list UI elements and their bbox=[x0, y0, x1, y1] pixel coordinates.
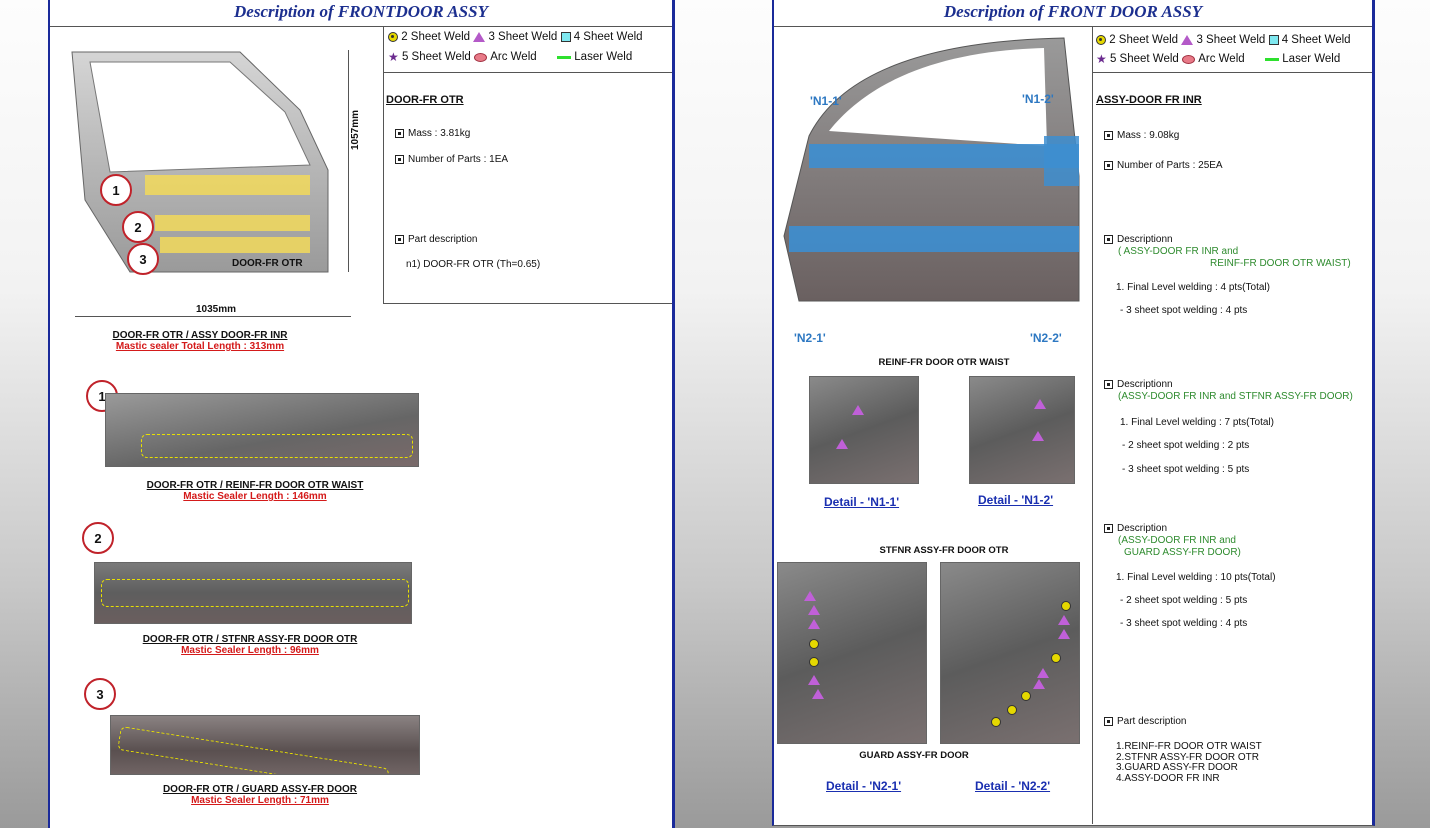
main-caption: DOOR-FR OTR / ASSY DOOR-FR INR Mastic se… bbox=[112, 330, 288, 352]
width-dimension-line bbox=[75, 316, 351, 317]
detail-n1-1-photo bbox=[809, 376, 919, 484]
desc2-line1: 1. Final Level welding : 7 pts(Total) bbox=[1120, 417, 1274, 428]
callout-n2-1: 'N2-1' bbox=[794, 331, 826, 345]
door-outer-photo bbox=[70, 50, 330, 275]
detail-n2-1-photo bbox=[777, 562, 927, 744]
mass-info: Mass : 3.81kg bbox=[395, 128, 470, 139]
part-name: DOOR-FR OTR bbox=[386, 94, 464, 106]
desc3-line2: - 2 sheet spot welding : 5 pts bbox=[1120, 595, 1248, 606]
callout-n2-2: 'N2-2' bbox=[1030, 331, 1062, 345]
parts-count-info: Number of Parts : 25EA bbox=[1104, 160, 1223, 171]
three-sheet-weld-icon bbox=[473, 32, 486, 42]
laser-weld-icon bbox=[1265, 57, 1280, 61]
info-divider bbox=[383, 26, 384, 304]
location-marker-2: 2 bbox=[122, 211, 154, 243]
desc1-line1: 1. Final Level welding : 4 pts(Total) bbox=[1116, 282, 1270, 293]
section-2-caption: DOOR-FR OTR / STFNR ASSY-FR DOOR OTR Mas… bbox=[142, 634, 358, 656]
section-2-marker: 2 bbox=[82, 522, 114, 554]
callout-n1-1: 'N1-1' bbox=[810, 94, 842, 108]
two-sheet-weld-icon bbox=[1096, 35, 1106, 45]
photo-label: DOOR-FR OTR bbox=[232, 258, 303, 269]
description-2: Descriptionn (ASSY-DOOR FR INR and STFNR… bbox=[1104, 379, 1353, 403]
description-3: Description (ASSY-DOOR FR INR and GUARD … bbox=[1104, 523, 1241, 559]
desc1-line2: - 3 sheet spot welding : 4 pts bbox=[1120, 305, 1248, 316]
section-2-photo bbox=[94, 562, 412, 624]
height-dimension: 1057mm bbox=[350, 109, 361, 150]
five-sheet-weld-icon: ★ bbox=[388, 50, 399, 64]
four-sheet-weld-icon bbox=[560, 32, 571, 42]
stfnr-label: STFNR ASSY-FR DOOR OTR bbox=[879, 545, 1009, 556]
detail-n2-1-link[interactable]: Detail - 'N2-1' bbox=[826, 779, 902, 793]
five-sheet-weld-icon: ★ bbox=[1096, 52, 1107, 66]
height-dimension-line bbox=[348, 50, 349, 272]
arc-weld-icon bbox=[474, 52, 488, 62]
detail-n2-2-link[interactable]: Detail - 'N2-2' bbox=[975, 779, 1051, 793]
section-1-caption: DOOR-FR OTR / REINF-FR DOOR OTR WAIST Ma… bbox=[146, 480, 364, 502]
two-sheet-weld-icon bbox=[388, 32, 398, 42]
callout-n1-2: 'N1-2' bbox=[1022, 92, 1054, 106]
detail-n2-2-photo bbox=[940, 562, 1080, 744]
part-desc-label: Part description bbox=[1104, 716, 1186, 727]
left-page-title: Description of FRONTDOOR ASSY bbox=[234, 2, 488, 21]
title-divider bbox=[50, 26, 672, 27]
four-sheet-weld-icon bbox=[1268, 35, 1279, 45]
detail-n1-2-photo bbox=[969, 376, 1075, 484]
section-1-photo bbox=[105, 393, 419, 467]
location-marker-3: 3 bbox=[127, 243, 159, 275]
section-3-caption: DOOR-FR OTR / GUARD ASSY-FR DOOR Mastic … bbox=[162, 784, 358, 806]
weld-legend: 2 Sheet Weld 3 Sheet Weld 4 Sheet Weld bbox=[388, 31, 643, 43]
section-3-photo bbox=[110, 715, 420, 775]
door-inner-drawing bbox=[783, 37, 1080, 302]
guard-label: GUARD ASSY-FR DOOR bbox=[859, 750, 969, 761]
parts-count-info: Number of Parts : 1EA bbox=[395, 154, 508, 165]
detail-n1-1-link[interactable]: Detail - 'N1-1' bbox=[824, 495, 900, 509]
desc2-line2: - 2 sheet spot welding : 2 pts bbox=[1122, 440, 1250, 451]
desc2-line3: - 3 sheet spot welding : 5 pts bbox=[1122, 464, 1250, 475]
right-page: Description of FRONT DOOR ASSY 2 Sheet W… bbox=[772, 0, 1375, 826]
legend-divider bbox=[383, 72, 672, 73]
weld-legend-row2: ★ 5 Sheet Weld Arc Weld Laser Weld bbox=[1096, 52, 1341, 66]
part-name: ASSY-DOOR FR INR bbox=[1096, 94, 1202, 106]
right-page-title: Description of FRONT DOOR ASSY bbox=[943, 2, 1203, 21]
mass-info: Mass : 9.08kg bbox=[1104, 130, 1179, 141]
weld-legend-row2: ★ 5 Sheet Weld Arc Weld Laser Weld bbox=[388, 50, 633, 64]
weld-legend: 2 Sheet Weld 3 Sheet Weld 4 Sheet Weld bbox=[1096, 34, 1351, 46]
column-divider bbox=[1092, 26, 1093, 824]
legend-divider bbox=[1092, 72, 1372, 73]
door-outer-drawing bbox=[71, 51, 329, 273]
location-marker-1: 1 bbox=[100, 174, 132, 206]
door-inner-photo bbox=[779, 36, 1084, 306]
part-list: 1.REINF-FR DOOR OTR WAIST 2.STFNR ASSY-F… bbox=[1116, 741, 1262, 784]
part-desc-item: n1) DOOR-FR OTR (Th=0.65) bbox=[406, 259, 541, 270]
section-3-marker: 3 bbox=[84, 678, 116, 710]
info-bottom bbox=[383, 303, 672, 304]
left-page: Description of FRONTDOOR ASSY 2 Sheet We… bbox=[48, 0, 675, 828]
part-desc-label: Part description bbox=[395, 234, 477, 245]
desc3-line1: 1. Final Level welding : 10 pts(Total) bbox=[1116, 572, 1276, 583]
three-sheet-weld-icon bbox=[1181, 35, 1194, 45]
title-divider bbox=[774, 26, 1372, 27]
width-dimension: 1035mm bbox=[196, 304, 237, 315]
description-1: Descriptionn ( ASSY-DOOR FR INR and REIN… bbox=[1104, 234, 1351, 270]
desc3-line3: - 3 sheet spot welding : 4 pts bbox=[1120, 618, 1248, 629]
detail-n1-2-link[interactable]: Detail - 'N1-2' bbox=[978, 493, 1054, 507]
arc-weld-icon bbox=[1182, 54, 1196, 64]
laser-weld-icon bbox=[557, 55, 572, 59]
reinf-label: REINF-FR DOOR OTR WAIST bbox=[878, 357, 1010, 368]
